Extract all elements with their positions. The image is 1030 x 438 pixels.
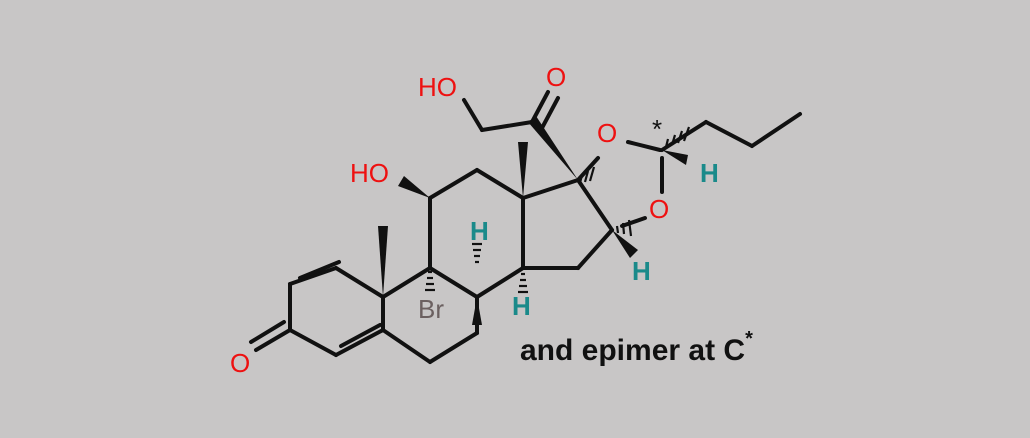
ketone-oxygen-label: O (230, 348, 250, 378)
acetal-oxygen-17-label: O (597, 118, 617, 148)
acetal-oxygen-16-label: O (649, 194, 669, 224)
ring-d-bonds (521, 178, 614, 270)
carbonyl-20-oxygen-label: O (546, 62, 566, 92)
h8-label: H (470, 216, 489, 246)
side-chain-bonds (462, 90, 802, 152)
acetal-h-label: H (700, 158, 719, 188)
ring-a-bonds (249, 260, 385, 357)
ring-c-bonds (428, 168, 525, 299)
h16-label: H (632, 256, 651, 286)
wedge-bonds (378, 116, 688, 325)
dioxolane-bonds (576, 140, 664, 228)
stereocenter-asterisk: * (652, 114, 662, 144)
hydroxyl-11-label: HO (350, 158, 389, 188)
hydroxyl-21-label: HO (418, 72, 457, 102)
h14-label: H (512, 291, 531, 321)
epimer-caption: and epimer at C* (520, 328, 753, 368)
bromine-label: Br (418, 294, 444, 324)
hashed-bonds (425, 126, 691, 294)
epimer-caption-text: and epimer at C (520, 334, 746, 367)
epimer-caption-asterisk: * (745, 328, 753, 350)
